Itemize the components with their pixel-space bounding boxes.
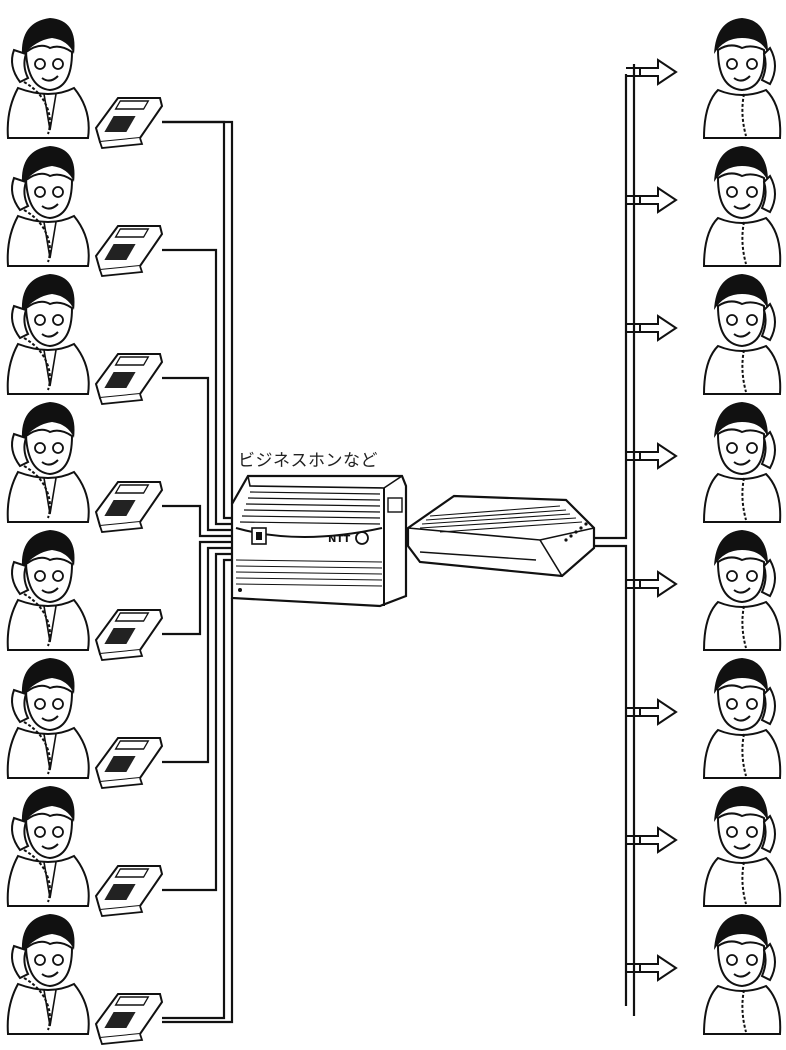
left-caller-5 <box>6 529 163 661</box>
left-caller-4 <box>6 401 163 533</box>
right-caller-8 <box>626 913 782 1035</box>
hollow-arrow-icon <box>639 187 677 213</box>
right-caller-7 <box>626 785 782 907</box>
person-on-phone-icon <box>6 913 90 1035</box>
left-callers <box>6 17 163 1045</box>
right-trunk-up <box>594 74 628 540</box>
person-on-phone-icon <box>703 785 782 907</box>
desk-phone-icon <box>95 97 163 149</box>
left-caller-6 <box>6 657 163 789</box>
left-caller-3 <box>6 273 163 405</box>
person-on-phone-icon <box>703 657 782 779</box>
left-caller-2 <box>6 145 163 277</box>
left-caller-1 <box>6 17 163 149</box>
person-on-phone-icon <box>6 401 90 523</box>
person-on-phone-icon <box>6 529 90 651</box>
person-on-phone-icon <box>703 17 782 139</box>
person-on-phone-icon <box>703 529 782 651</box>
hollow-arrow-icon <box>639 443 677 469</box>
desk-phone-icon <box>95 353 163 405</box>
person-on-phone-icon <box>6 273 90 395</box>
left-wiring <box>162 120 234 1024</box>
right-caller-2 <box>626 145 782 267</box>
right-trunk-down <box>594 544 628 1006</box>
hollow-arrow-icon <box>639 955 677 981</box>
hollow-arrow-icon <box>639 827 677 853</box>
desk-phone-icon <box>95 225 163 277</box>
desk-phone-icon <box>95 481 163 533</box>
person-on-phone-icon <box>6 145 90 267</box>
person-on-phone-icon <box>703 273 782 395</box>
left-caller-7 <box>6 785 163 917</box>
left-wire-7 <box>162 552 234 892</box>
right-caller-5 <box>626 529 782 651</box>
hollow-arrow-icon <box>639 699 677 725</box>
desk-phone-icon <box>95 993 163 1045</box>
right-callers <box>626 17 782 1035</box>
hollow-arrow-icon <box>639 571 677 597</box>
network-router-icon <box>406 494 596 578</box>
pbx-brand-label: NTT <box>328 534 350 545</box>
person-on-phone-icon <box>703 401 782 523</box>
left-wire-5 <box>162 540 234 636</box>
right-caller-4 <box>626 401 782 523</box>
center-label: ビジネスホンなど <box>238 451 378 471</box>
left-caller-8 <box>6 913 163 1045</box>
left-wire-1 <box>162 120 234 520</box>
left-wire-8 <box>162 558 234 1020</box>
left-wire-6 <box>162 546 234 764</box>
desk-phone-icon <box>95 609 163 661</box>
right-caller-3 <box>626 273 782 395</box>
business-phone-unit-icon <box>230 474 408 608</box>
right-wiring <box>594 64 636 1016</box>
person-on-phone-icon <box>6 17 90 139</box>
left-wire-3 <box>162 376 234 532</box>
hollow-arrow-icon <box>639 315 677 341</box>
hollow-arrow-icon <box>639 59 677 85</box>
right-caller-1 <box>626 17 782 139</box>
person-on-phone-icon <box>6 785 90 907</box>
desk-phone-icon <box>95 865 163 917</box>
left-trunk-bottom <box>162 598 234 1024</box>
right-caller-6 <box>626 657 782 779</box>
desk-phone-icon <box>95 737 163 789</box>
person-on-phone-icon <box>703 145 782 267</box>
person-on-phone-icon <box>703 913 782 1035</box>
left-wire-2 <box>162 248 234 526</box>
person-on-phone-icon <box>6 657 90 779</box>
left-wire-4 <box>162 504 234 538</box>
left-trunk-top <box>162 120 234 504</box>
